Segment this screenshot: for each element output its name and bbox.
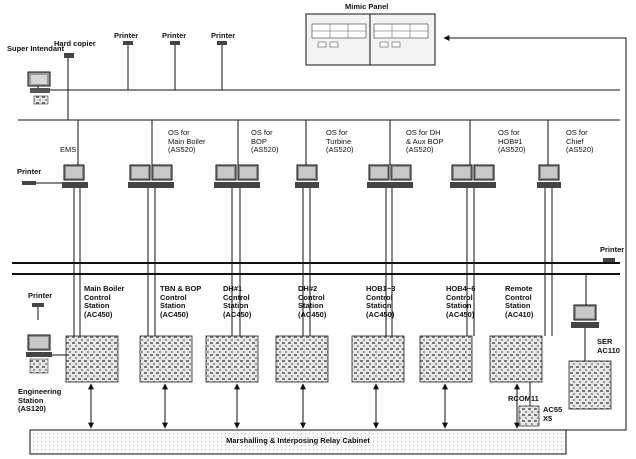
workstation-drops (73, 188, 553, 274)
mimic-feedback-line (443, 35, 627, 431)
os-label-dh-aux-bop: OS for DH& Aux BOP(AS520) (406, 128, 444, 154)
engineering-station (26, 303, 66, 374)
ser-station (566, 274, 612, 431)
marshalling-cabinet-label: Marshalling & Interposing Relay Cabinet (226, 436, 370, 445)
mimic-panel (305, 13, 436, 66)
superintendant-label: Super Intendant (7, 44, 65, 53)
printer-label-2: Printer (162, 31, 187, 40)
right-printer-label: Printer (600, 245, 625, 254)
marshalling-cabinet-area: Marshalling & Interposing Relay Cabinet (30, 430, 566, 454)
os-label-ems: EMS (60, 145, 77, 154)
left-printer-icon (22, 181, 62, 185)
rcom-label: RCOM11 (508, 394, 539, 403)
left-printer-label: Printer (17, 167, 42, 176)
superintendant-workstation (27, 71, 51, 105)
io-arrows (88, 383, 520, 429)
printer-label-1: Printer (114, 31, 139, 40)
hard-copier-icon (64, 53, 74, 58)
rcom-node (518, 382, 540, 427)
operator-workstations (62, 120, 561, 188)
control-station-cabinets (65, 263, 553, 383)
right-printer-icon (603, 258, 615, 263)
engineering-printer-label: Printer (28, 291, 53, 300)
printer-label-3: Printer (211, 31, 236, 40)
printer-icon (123, 41, 227, 45)
hard-copier-label: Hard copier (54, 39, 96, 48)
mimic-panel-title: Mimic Panel (345, 2, 389, 11)
marshalling-cabinet (29, 429, 567, 455)
